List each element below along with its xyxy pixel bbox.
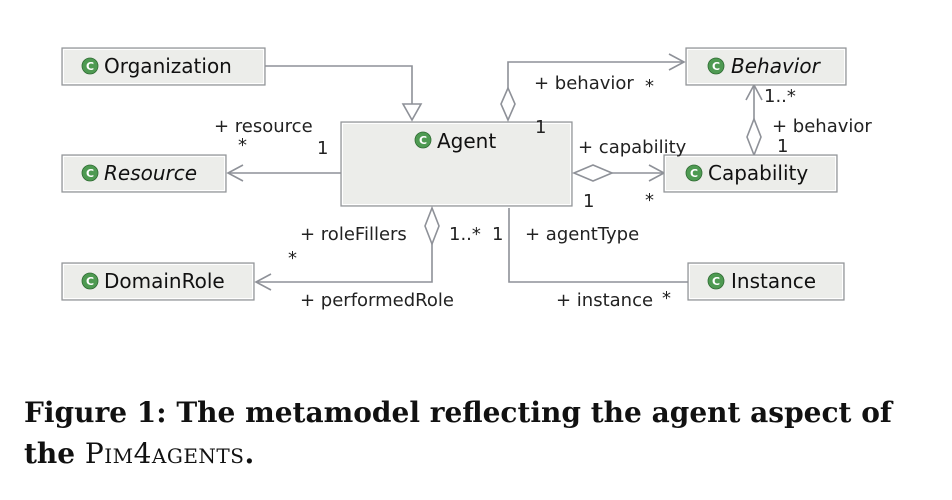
label-agent-resource-multiplicity: 1 [317,138,328,159]
label-behavior-role: + behavior [534,73,634,94]
arrowhead-resource [226,164,244,182]
class-name: Instance [731,269,816,293]
class-domainrole[interactable]: C DomainRole [61,262,255,301]
class-resource[interactable]: C Resource [61,154,227,193]
label-cap-behavior-src-multiplicity: 1 [777,136,788,157]
class-icon: C [707,57,725,75]
aggregation-diamond-capability-behavior [746,116,762,158]
edge-agent-behavior [507,61,684,88]
class-icon: C [414,131,432,149]
label-domainrole-multiplicity: * [288,248,297,269]
aggregation-diamond-agent-behavior [500,86,516,122]
label-instance-multiplicity: * [662,288,671,309]
class-name: Agent [437,129,496,153]
label-performedrole-role: + performedRole [300,290,454,311]
arrowhead-domainrole [254,273,272,291]
label-resource-role: + resource [214,116,313,137]
label-instance-role: + instance [556,290,653,311]
class-icon: C [81,164,99,182]
label-cap-behavior-multiplicity: 1..* [764,86,796,107]
aggregation-diamond-agent-capability [571,164,615,182]
label-agent-behavior-multiplicity: 1 [535,117,546,138]
class-name: Resource [104,161,197,185]
caption-text: The metamodel reflecting the agent aspec… [24,396,892,470]
edge-agent-instance [508,208,688,283]
caption-suffix: . [244,437,255,470]
aggregation-diamond-agent-domainrole [424,205,440,247]
svg-text:C: C [712,60,720,73]
caption-name: Pim4agents [84,437,245,470]
label-resource-multiplicity: * [238,135,247,156]
label-behavior-multiplicity: * [645,76,654,97]
uml-class-diagram: C Organization C Agent C Behavior C Reso… [61,47,872,311]
svg-text:C: C [86,275,94,288]
class-capability[interactable]: C Capability [663,154,838,193]
caption-prefix: Figure 1: [24,396,167,429]
class-instance[interactable]: C Instance [687,262,845,301]
class-icon: C [685,164,703,182]
label-capability-multiplicity: * [645,190,654,211]
arrowhead-behavior [668,53,686,71]
svg-text:C: C [690,167,698,180]
class-agent[interactable]: C Agent [340,121,573,207]
class-behavior[interactable]: C Behavior [685,47,847,86]
svg-text:C: C [419,134,427,147]
label-rolefillers-multiplicity: 1..* [449,224,481,245]
label-agenttype-role: + agentType [525,224,639,245]
class-name: Behavior [731,54,822,78]
figure-caption: Figure 1: The metamodel reflecting the a… [24,392,944,474]
label-agent-capability-multiplicity: 1 [583,191,594,212]
svg-text:C: C [86,60,94,73]
svg-text:C: C [86,167,94,180]
class-organization[interactable]: C Organization [61,47,266,86]
class-icon: C [707,272,725,290]
class-icon: C [81,57,99,75]
label-capability-role: + capability [578,137,687,158]
label-cap-behavior-role: + behavior [772,116,872,137]
class-name: Capability [708,161,808,185]
class-icon: C [81,272,99,290]
label-agenttype-multiplicity: 1 [492,224,503,245]
class-name: DomainRole [104,269,225,293]
label-rolefillers-role: + roleFillers [300,224,407,245]
class-name: Organization [104,54,232,78]
generalization-arrowhead [401,103,423,122]
edge-agent-domainrole [256,244,433,283]
svg-text:C: C [712,275,720,288]
edge-organization-generalization [265,65,413,104]
